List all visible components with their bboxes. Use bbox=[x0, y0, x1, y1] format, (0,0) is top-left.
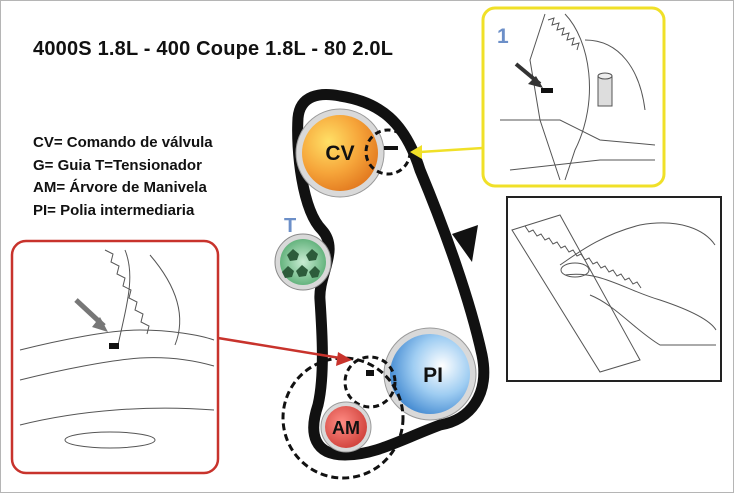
crankshaft-outer-dashed bbox=[281, 356, 405, 480]
cv-label: CV bbox=[325, 142, 354, 165]
belt-guide-arrow bbox=[452, 225, 478, 262]
engine-models-title: 4000S 1.8L - 400 Coupe 1.8L - 80 2.0L bbox=[33, 38, 394, 60]
crankshaft-pulley: AM bbox=[320, 401, 372, 453]
legend: CV= Comando de válvula G= Guia T=Tension… bbox=[33, 132, 213, 222]
detail-box-belt-check bbox=[506, 196, 722, 382]
am-label: AM bbox=[332, 418, 360, 438]
pi-label: PI bbox=[423, 364, 443, 387]
detail-number-label: 1 bbox=[497, 25, 509, 48]
crankshaft-mark-circle bbox=[343, 355, 397, 409]
legend-item-g-t: G= Guia T=Tensionador bbox=[33, 156, 202, 174]
camshaft-pulley: CV bbox=[295, 108, 385, 198]
intermediate-pulley: PI bbox=[383, 327, 477, 421]
legend-item-am: AM= Árvore de Manivela bbox=[33, 179, 207, 196]
detail-box-camshaft: 1 bbox=[481, 6, 666, 188]
t-label: T bbox=[284, 215, 296, 237]
detail-box-crankshaft bbox=[10, 239, 220, 475]
legend-item-pi: PI= Polia intermediaria bbox=[33, 201, 195, 219]
tensioner-pulley bbox=[274, 233, 332, 291]
legend-item-cv: CV= Comando de válvula bbox=[33, 134, 213, 151]
